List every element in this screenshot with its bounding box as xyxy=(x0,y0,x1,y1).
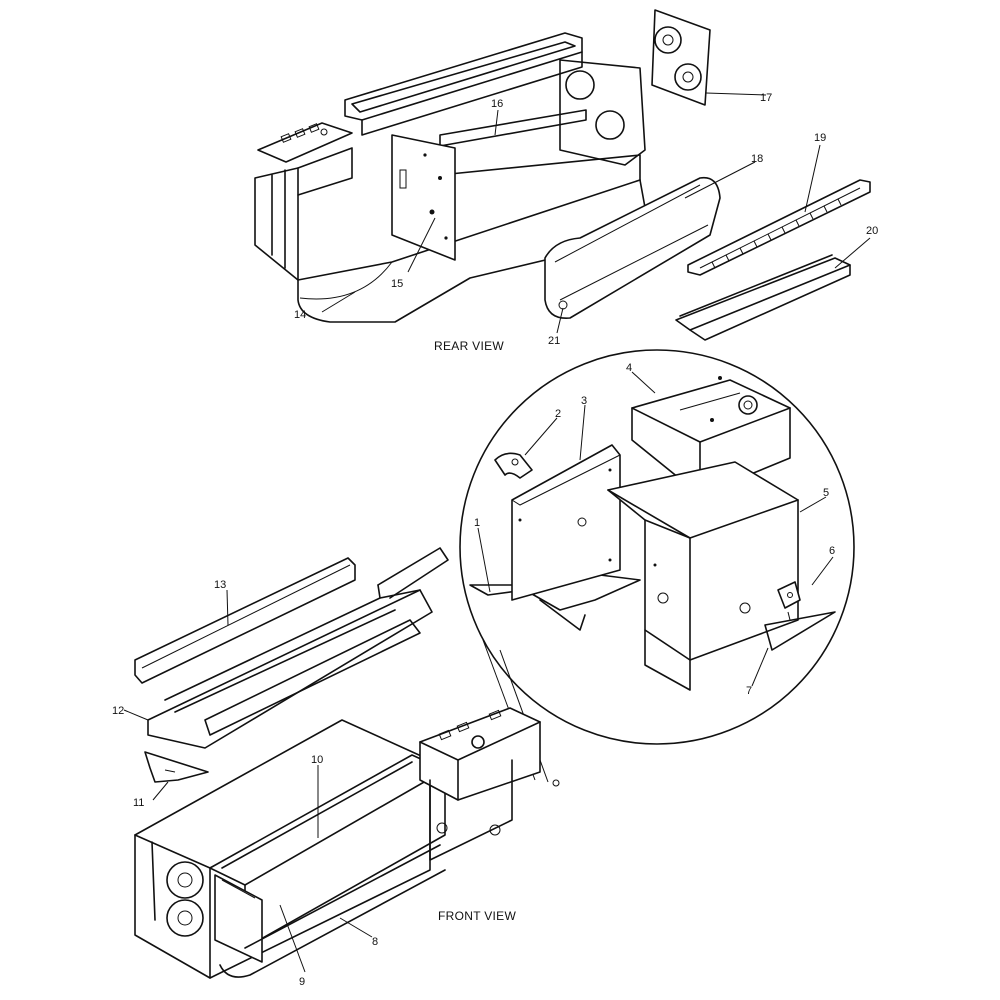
callout-16: 16 xyxy=(491,98,503,110)
front-view-caption: FRONT VIEW xyxy=(438,909,516,923)
part-15-bracket-plate xyxy=(391,134,456,261)
callout-4: 4 xyxy=(626,362,632,374)
callout-2: 2 xyxy=(555,408,561,420)
callout-11: 11 xyxy=(133,797,144,809)
callout-15: 15 xyxy=(391,278,403,290)
part-17-blower-plate xyxy=(651,9,711,106)
part-7-angle-piece xyxy=(764,611,836,651)
rear-view-assembly xyxy=(254,9,871,341)
part-9-front-panel xyxy=(214,874,263,963)
part-8-bottom-rail xyxy=(219,844,446,978)
callout-20: 20 xyxy=(866,225,878,237)
part-12-trough xyxy=(147,547,449,749)
part-18-curved-cover xyxy=(544,176,721,319)
callout-13: 13 xyxy=(214,579,226,591)
detail-assembly xyxy=(469,376,836,691)
rear-control-panel xyxy=(257,122,353,163)
part-11-bracket xyxy=(144,751,209,783)
part-20-channel xyxy=(675,254,851,341)
part-4-upper-cover xyxy=(631,376,791,496)
callout-14: 14 xyxy=(294,309,306,321)
part-5-main-enclosure xyxy=(607,461,799,691)
callout-9: 9 xyxy=(299,976,305,988)
part-19-rail xyxy=(687,179,871,276)
leader-lines xyxy=(123,92,871,973)
callout-19: 19 xyxy=(814,132,826,144)
callout-10: 10 xyxy=(311,754,323,766)
callout-1: 1 xyxy=(474,517,480,529)
part-6-small-bracket xyxy=(777,581,801,621)
part-2-clip xyxy=(494,452,533,479)
rear-view-caption: REAR VIEW xyxy=(434,339,504,353)
callout-8: 8 xyxy=(372,936,378,948)
callout-6: 6 xyxy=(829,545,835,557)
callout-3: 3 xyxy=(581,395,587,407)
callout-labels: 1 2 3 4 5 6 7 8 9 10 11 12 13 14 15 16 1… xyxy=(112,92,878,988)
callout-5: 5 xyxy=(823,487,829,499)
callout-18: 18 xyxy=(751,153,763,165)
part-16-top-duct xyxy=(344,32,641,181)
part-3-mounting-plate xyxy=(511,444,621,601)
callout-12: 12 xyxy=(112,705,124,717)
part-14-base-housing xyxy=(254,147,651,323)
rear-side-panel xyxy=(559,59,646,166)
part-13-long-channel xyxy=(134,557,356,684)
front-control-box xyxy=(419,707,541,861)
callout-7: 7 xyxy=(746,685,752,697)
callout-17: 17 xyxy=(760,92,772,104)
callout-21: 21 xyxy=(548,335,560,347)
front-view-assembly xyxy=(134,547,541,979)
